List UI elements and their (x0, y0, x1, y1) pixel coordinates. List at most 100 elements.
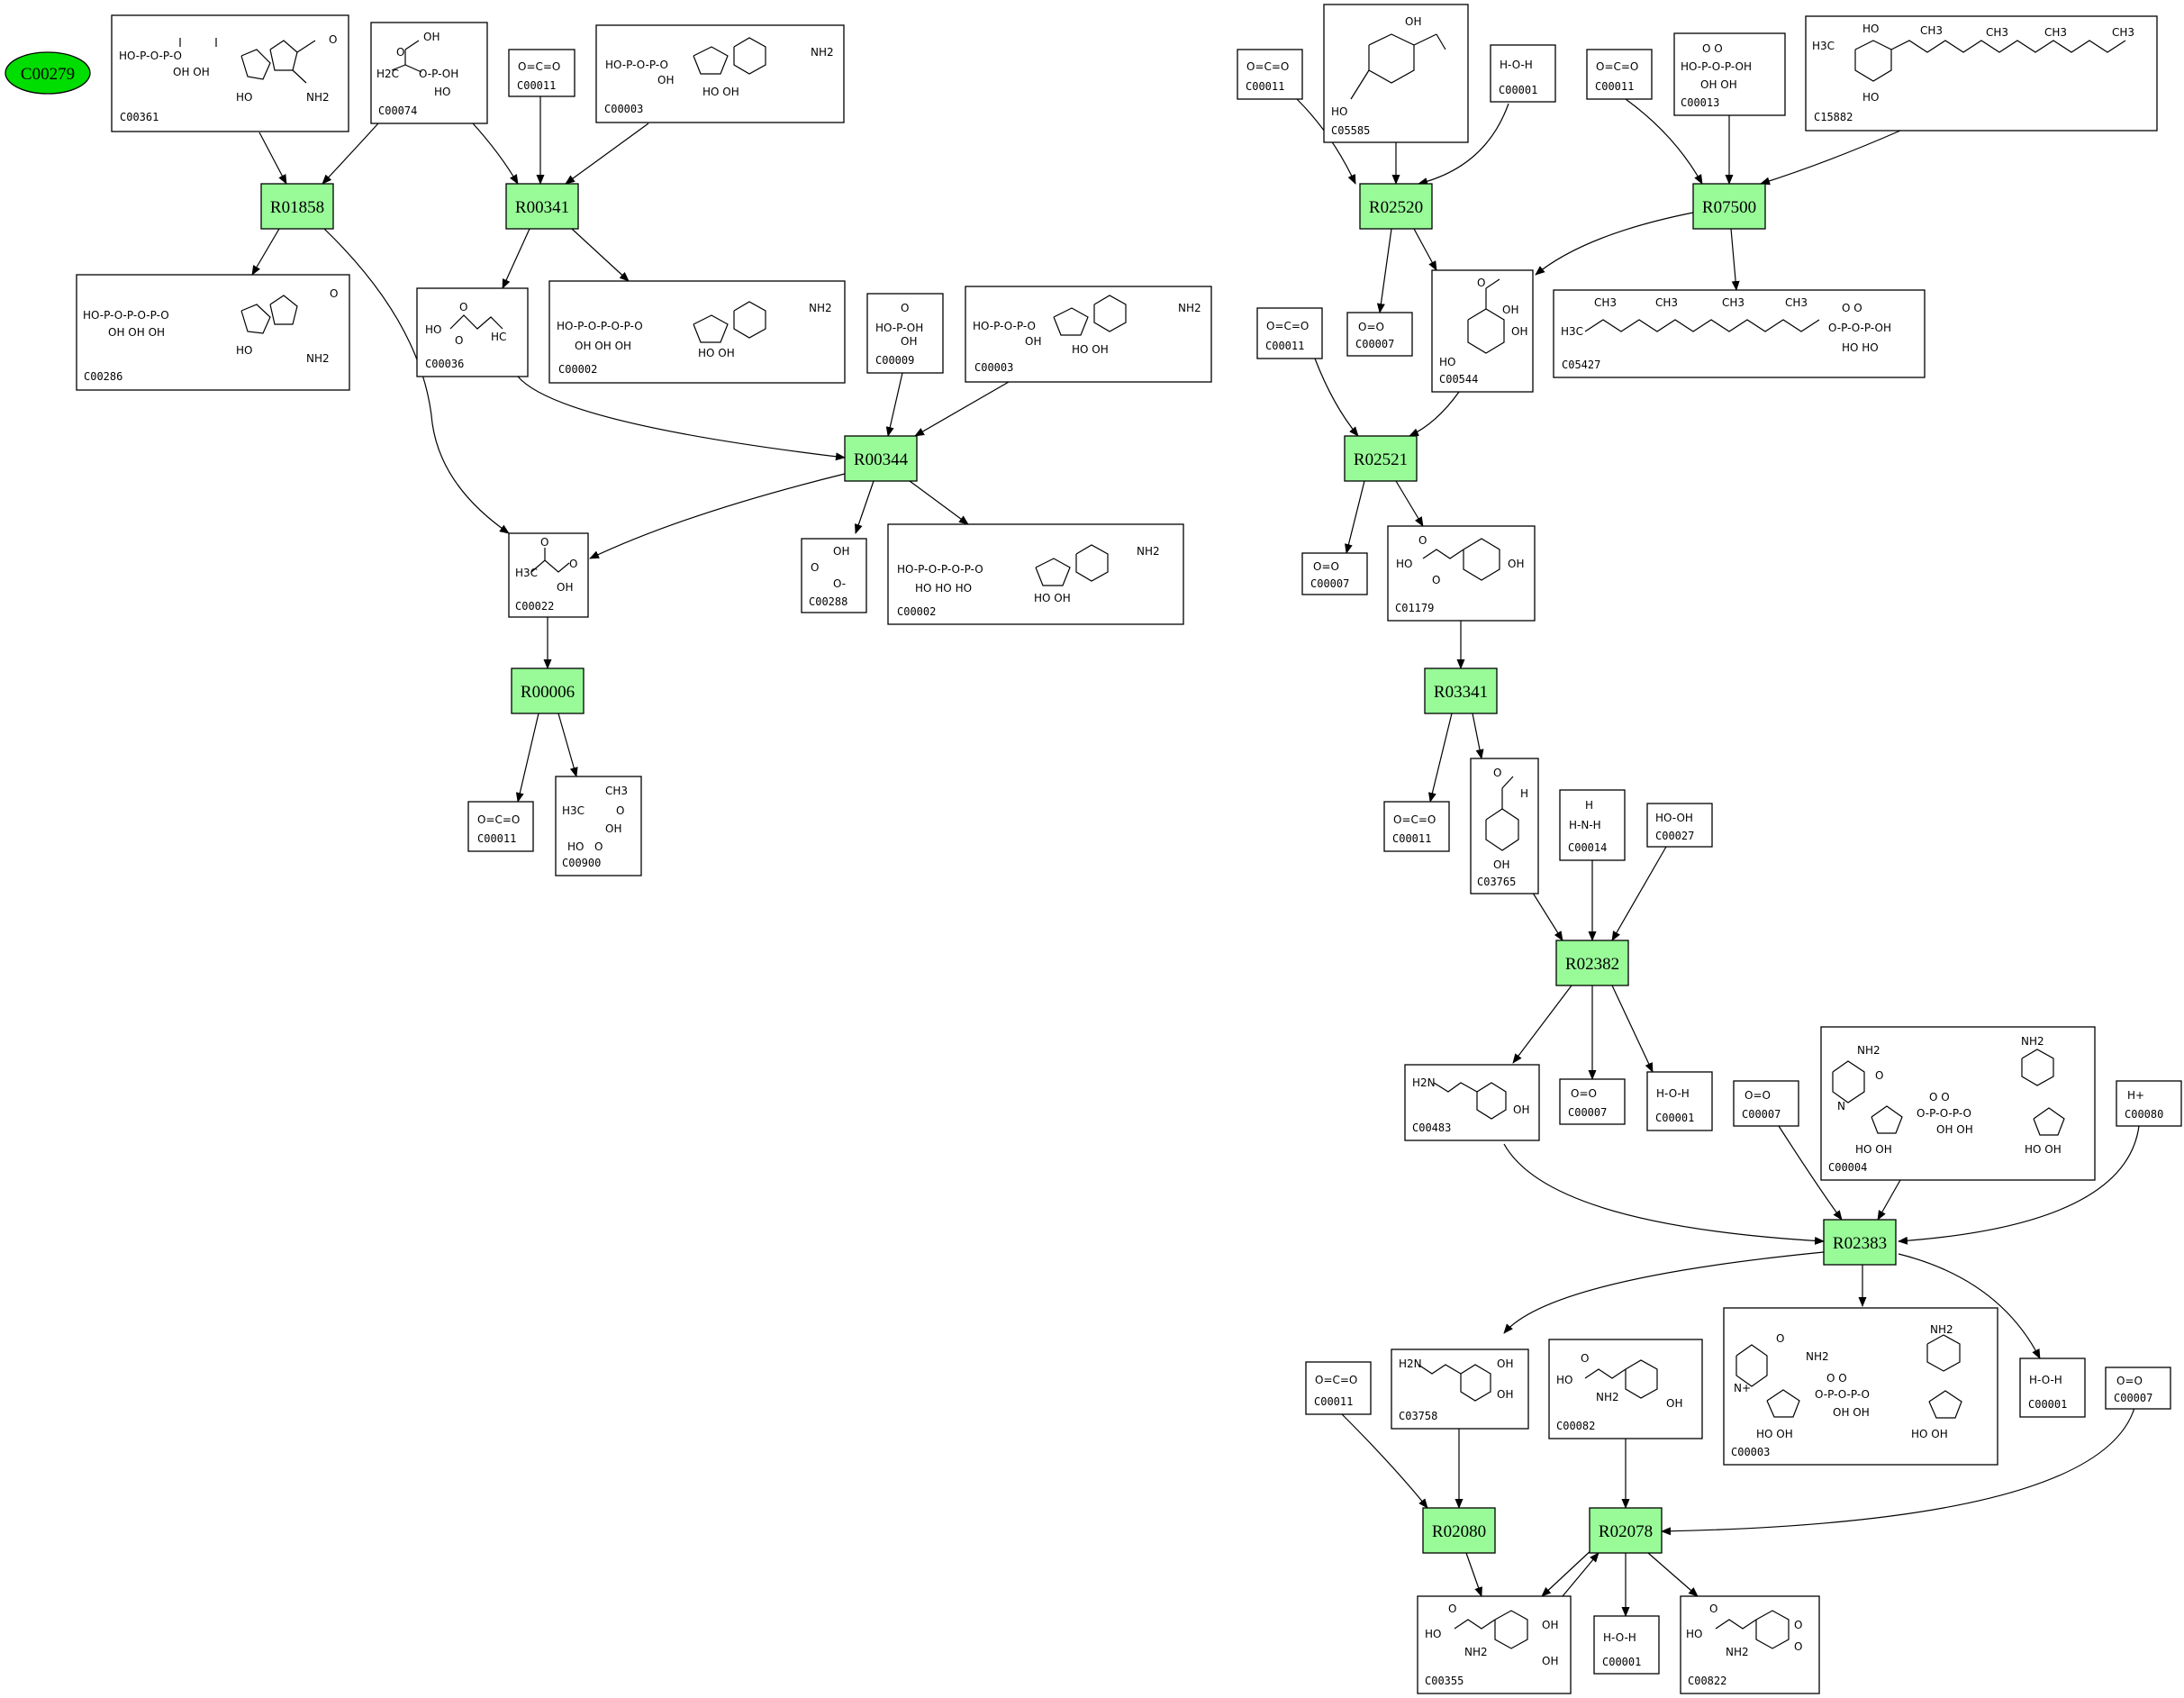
atom-label: HO (1425, 1628, 1441, 1640)
atom-label: HO (1862, 23, 1879, 35)
structure-drawing (1715, 1610, 1790, 1649)
compound-C00355[interactable]: O HO NH2 OH OH C00355 (1417, 1595, 1572, 1694)
reaction-R00006[interactable]: R00006 (511, 667, 585, 714)
reaction-R02521[interactable]: R02521 (1344, 435, 1418, 482)
atom-label: CH3 (1920, 24, 1943, 37)
compound-C00001[interactable]: H-O-H C00001 (1593, 1615, 1660, 1675)
atom-label: NH2 (1178, 302, 1201, 314)
compound-C00011[interactable]: O=C=O C00011 (1256, 307, 1323, 359)
atom-label: HO-P-OH (875, 322, 923, 334)
structure-drawing (449, 314, 503, 330)
compound-C00001[interactable]: H-O-H C00001 (2019, 1357, 2086, 1418)
atom-label: OH (1542, 1619, 1558, 1631)
compound-C00080[interactable]: H+ C00080 (2116, 1080, 2182, 1127)
compound-C00361[interactable]: HO-P-O-P-O OH OH HO NH2 O C00361 (111, 14, 349, 132)
atom-label: O (455, 334, 463, 347)
reaction-R02078[interactable]: R02078 (1589, 1507, 1663, 1554)
compound-id: C00288 (809, 595, 847, 608)
compound-C00544[interactable]: O OH OH HO C00544 (1431, 269, 1534, 393)
reaction-R02080[interactable]: R02080 (1422, 1507, 1496, 1554)
compound-C00082[interactable]: O HO NH2 OH C00082 (1548, 1339, 1703, 1439)
compound-C00009[interactable]: O HO-P-OH OH C00009 (866, 293, 944, 374)
atom-label: O- (833, 577, 846, 590)
compound-C00003[interactable]: HO-P-O-P-O OH NH2 HO OH C00003 (965, 286, 1212, 383)
atom-label: HO (434, 86, 450, 98)
atom-label: OH (423, 31, 440, 43)
atom-label: O (1477, 277, 1485, 289)
compound-id: C00027 (1655, 830, 1694, 842)
compound-C00011[interactable]: O=C=O C00011 (1305, 1361, 1372, 1415)
compound-C00007[interactable]: O=O C00007 (1301, 552, 1368, 595)
atom-label: OH (1666, 1397, 1682, 1410)
compound-C00011[interactable]: O=C=O C00011 (1237, 49, 1303, 100)
structure-drawing (1467, 278, 1505, 354)
compound-id: C00074 (378, 104, 417, 117)
compound-C00007[interactable]: O=O C00007 (1346, 312, 1413, 357)
reaction-R02383[interactable]: R02383 (1823, 1219, 1897, 1266)
compound-C00074[interactable]: OH O H2C O-P-OH HO C00074 (370, 22, 488, 124)
edge-R02382-C00001 (1611, 985, 1654, 1073)
reaction-R02520[interactable]: R02520 (1359, 183, 1433, 230)
edge-R00344-C00022 (589, 473, 846, 559)
compound-C03765[interactable]: O H OH C03765 (1470, 758, 1539, 894)
compound-C15882[interactable]: HO CH3 CH3 CH3 CH3 H3C HO C15882 (1805, 15, 2158, 132)
compound-id: C00001 (1499, 84, 1537, 96)
atom-label: OH (1513, 1103, 1529, 1116)
compound-C00003[interactable]: NH2 O NH2 N+ O O O-P-O-P-O HO OH OH OH H… (1723, 1307, 1998, 1466)
compound-C00288[interactable]: OH O O- C00288 (801, 538, 867, 613)
compound-id: C00007 (1355, 338, 1394, 350)
atom-label: O=O (2116, 1375, 2143, 1387)
compound-C00900[interactable]: CH3 H3C O OH HO O C00900 (555, 776, 642, 876)
compound-C05427[interactable]: CH3 CH3 CH3 CH3 O O H3C O-P-O-P-OH HO HO… (1553, 289, 1926, 378)
compound-C00013[interactable]: O O HO-P-O-P-OH OH OH C00013 (1673, 32, 1786, 116)
atom-label: OH (1493, 858, 1509, 871)
reaction-R02382[interactable]: R02382 (1555, 940, 1629, 986)
edge-C00074-R01858 (322, 123, 379, 185)
compound-C03758[interactable]: H2N OH OH C03758 (1391, 1348, 1529, 1430)
compound-C00483[interactable]: H2N OH C00483 (1404, 1064, 1540, 1141)
compound-C00011[interactable]: O=C=O C00011 (1586, 49, 1653, 100)
structure-drawing (1035, 544, 1109, 586)
reaction-R00344[interactable]: R00344 (844, 435, 918, 482)
compound-C00027[interactable]: HO-OH C00027 (1646, 803, 1713, 848)
reaction-R07500[interactable]: R07500 (1692, 183, 1766, 230)
atom-label: CH3 (1986, 26, 2008, 39)
compound-C00004[interactable]: NH2 O NH2 N O O O-P-O-P-O HO OH OH OH HO… (1820, 1026, 2096, 1181)
compound-id: C00001 (1655, 1112, 1694, 1124)
compound-id: C00007 (1568, 1106, 1607, 1119)
compound-C00036[interactable]: O HO O HC C00036 (416, 287, 529, 377)
compound-id: C03765 (1477, 876, 1516, 888)
compound-C00011[interactable]: O=C=O C00011 (467, 801, 534, 852)
atom-label: O-P-OH (419, 68, 458, 80)
compound-C00822[interactable]: O HO NH2 O O C00822 (1680, 1595, 1820, 1694)
atom-label: HO-P-O-P-O (973, 320, 1036, 332)
compound-C00001[interactable]: H-O-H C00001 (1490, 44, 1556, 103)
compound-C00002[interactable]: HO-P-O-P-O-P-O OH OH OH NH2 HO OH C00002 (548, 280, 846, 384)
reaction-R00341[interactable]: R00341 (505, 183, 579, 230)
reaction-R03341[interactable]: R03341 (1424, 667, 1498, 714)
start-node[interactable]: C00279 (5, 51, 91, 95)
atom-label: O (594, 840, 603, 853)
compound-C00007[interactable]: O=O C00007 (2105, 1367, 2171, 1410)
atom-label: O-P-O-P-O (1917, 1107, 1971, 1120)
compound-C00011[interactable]: O=C=O C00011 (508, 49, 575, 97)
compound-C00002[interactable]: HO-P-O-P-O-P-O HO HO HO NH2 HO OH C00002 (887, 523, 1184, 625)
compound-C00011[interactable]: O=C=O C00011 (1383, 801, 1450, 852)
atom-label: H2N (1412, 1076, 1436, 1089)
atom-label: CH3 (2112, 26, 2134, 39)
compound-C00286[interactable]: HO-P-O-P-O-P-O OH OH OH HO NH2 O C00286 (76, 274, 350, 391)
compound-C00003[interactable]: HO-P-O-P-O OH NH2 HO OH C00003 (595, 24, 845, 123)
compound-id: C05585 (1331, 124, 1370, 137)
compound-C00014[interactable]: H H-N-H C00014 (1559, 789, 1626, 861)
compound-C00007[interactable]: O=O C00007 (1733, 1080, 1799, 1127)
compound-C05585[interactable]: OH HO C05585 (1323, 4, 1469, 143)
compound-C01179[interactable]: O HO O OH C01179 (1387, 525, 1536, 622)
reaction-R01858[interactable]: R01858 (260, 183, 334, 230)
compound-id: C00002 (558, 363, 597, 376)
compound-C00022[interactable]: O H3C O OH C00022 (508, 532, 589, 618)
atom-label: OH (557, 581, 573, 594)
compound-C00007[interactable]: O=O C00007 (1559, 1078, 1626, 1125)
structure-drawing (1350, 33, 1446, 100)
compound-C00001[interactable]: H-O-H C00001 (1646, 1071, 1713, 1131)
